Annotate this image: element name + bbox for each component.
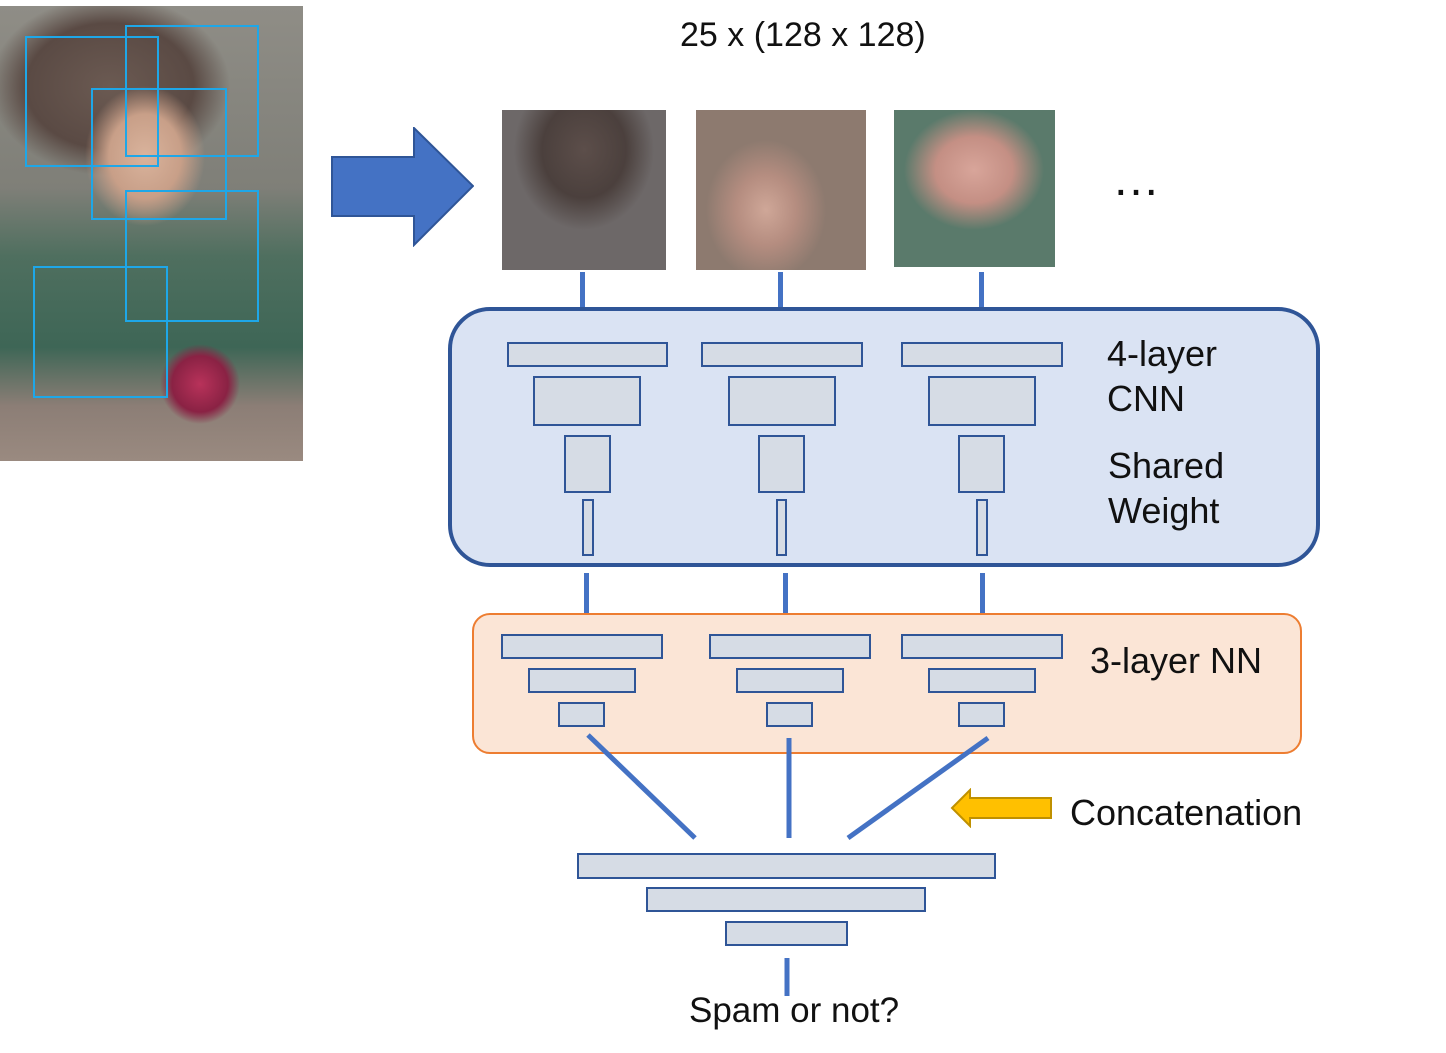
nn-layer — [528, 668, 636, 693]
cnn-layer — [776, 499, 787, 556]
connector — [783, 573, 788, 623]
connector — [580, 272, 585, 334]
nn-layer — [958, 702, 1005, 727]
nn-layer — [709, 634, 871, 659]
connector — [846, 735, 990, 841]
cnn-layer — [758, 435, 805, 493]
crop-thumbnail — [894, 110, 1055, 267]
output-label: Spam or not? — [689, 991, 900, 1030]
output-layer — [646, 887, 926, 912]
crop-box — [125, 25, 259, 157]
connector — [778, 272, 783, 334]
connector — [980, 573, 985, 623]
connector — [586, 733, 697, 840]
cnn-layer — [507, 342, 668, 367]
nn-layer — [928, 668, 1036, 693]
cnn-layer — [582, 499, 594, 556]
crop-thumbnail — [502, 110, 666, 270]
crop-thumbnail — [696, 110, 866, 270]
nn-label: 3-layer NN — [1090, 640, 1263, 681]
concat-label: Concatenation — [1070, 792, 1303, 833]
source-image — [0, 6, 303, 461]
ellipsis: … — [1112, 153, 1164, 206]
cnn-label: 4-layer — [1107, 333, 1218, 374]
nn-layer — [901, 634, 1063, 659]
nn-layer — [736, 668, 844, 693]
cnn-layer — [701, 342, 863, 367]
crop-box — [125, 190, 259, 322]
cnn-layer — [901, 342, 1063, 367]
title: 25 x (128 x 128) — [680, 16, 926, 54]
crop-box — [91, 88, 227, 220]
shared-weight-label: Shared — [1108, 445, 1225, 486]
cnn-layer — [564, 435, 611, 493]
output-layer — [577, 853, 996, 879]
cnn-layer — [533, 376, 641, 426]
connector — [584, 573, 589, 623]
nn-layer — [766, 702, 813, 727]
cnn-layer — [928, 376, 1036, 426]
nn-layer — [501, 634, 663, 659]
left-arrow-icon — [950, 788, 1052, 828]
cnn-layer — [728, 376, 836, 426]
cnn-label: CNN — [1107, 378, 1185, 419]
crop-box — [33, 266, 168, 398]
cnn-layer — [958, 435, 1005, 493]
shared-weight-label: Weight — [1108, 490, 1220, 531]
cnn-layer — [976, 499, 988, 556]
output-layer — [725, 921, 848, 946]
right-arrow-icon — [331, 127, 474, 247]
connector — [979, 272, 984, 334]
nn-layer — [558, 702, 605, 727]
